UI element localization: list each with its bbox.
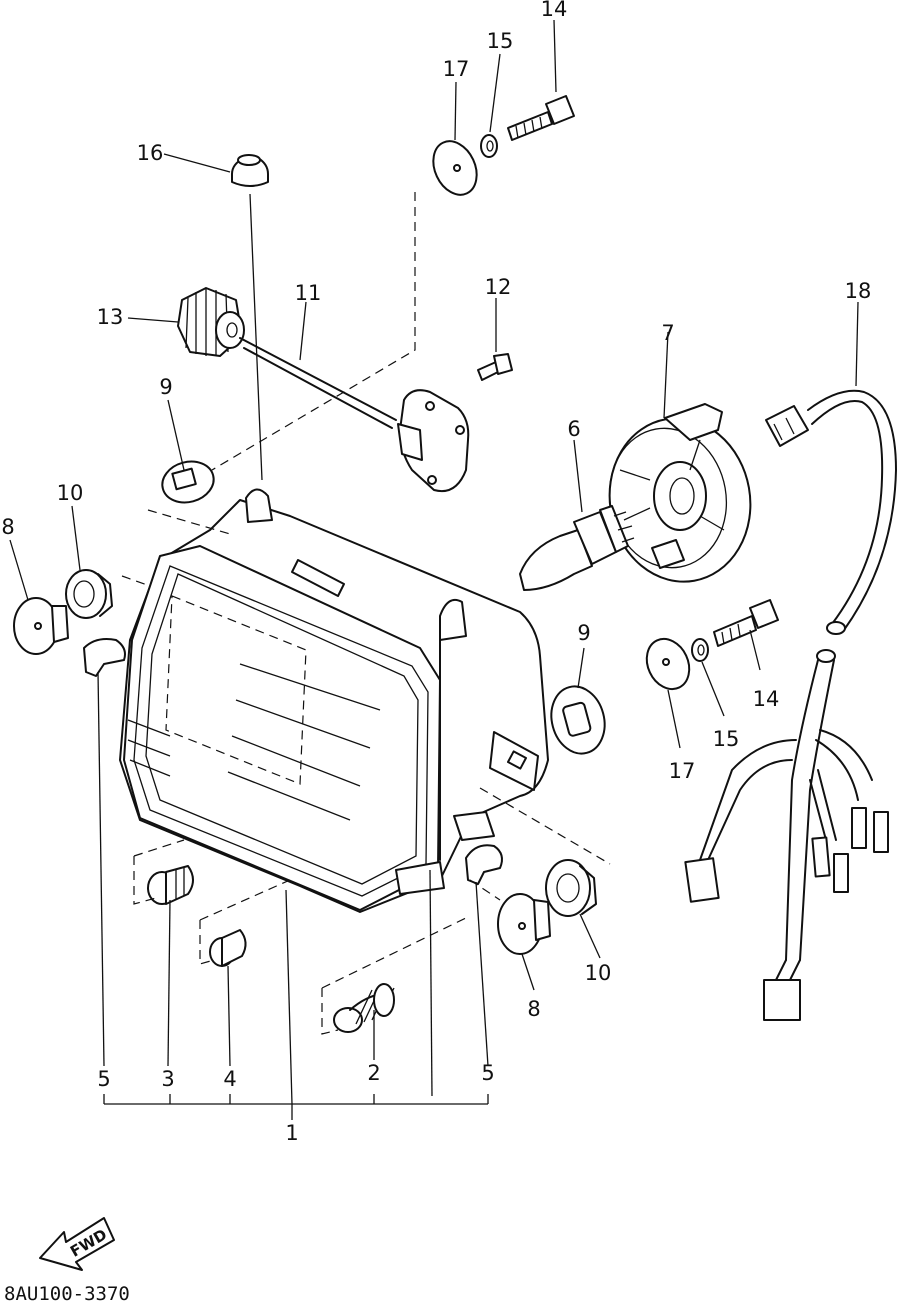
callout-3: 3: [161, 1067, 174, 1091]
part-16-rubber-cap: [231, 154, 269, 187]
part-6-bulb: [519, 505, 635, 591]
part-9-grommet-right: [550, 685, 606, 755]
part-15-washer-lower: [691, 638, 709, 662]
part-9-grommet-left: [161, 460, 215, 504]
callout-leaders: [9, 19, 859, 1120]
callout-8-right: 8: [527, 997, 540, 1021]
callout-17-lower: 17: [669, 759, 696, 783]
callout-17-upper: 17: [443, 57, 470, 81]
part-13-adjuster-knob: [177, 287, 245, 357]
part-7-bulb-cover: [608, 403, 752, 583]
part-3-pivot: [147, 865, 194, 905]
callout-18: 18: [845, 279, 872, 303]
callout-14-lower: 14: [753, 687, 780, 711]
callout-8-left: 8: [1, 515, 14, 539]
callout-4: 4: [223, 1067, 236, 1091]
callout-13: 13: [97, 305, 124, 329]
part-5-clip-left: [83, 638, 126, 677]
part-15-washer-upper: [480, 134, 498, 158]
part-18-wire-harness: [684, 389, 897, 1021]
part-4-socket: [209, 929, 247, 967]
callout-numbers: 14 15 17 16 11 12 13 18 7 9 6 10 8 9 14 …: [1, 0, 871, 1145]
part-11-adjuster-rod: [239, 337, 397, 429]
part-8-knob-right: [497, 893, 551, 955]
part-14-bolt-upper: [507, 95, 575, 141]
callout-15-upper: 15: [487, 29, 514, 53]
forward-direction-arrow-icon: FWD: [39, 1217, 115, 1271]
part-5-clip-right: [465, 844, 503, 885]
callout-5-left: 5: [97, 1067, 110, 1091]
part-10-bushing-left: [65, 569, 113, 619]
callout-11: 11: [295, 281, 322, 305]
callout-10-right: 10: [585, 961, 612, 985]
callout-5-right: 5: [481, 1061, 494, 1085]
callout-1: 1: [285, 1121, 298, 1145]
part-14-bolt-lower: [713, 599, 779, 647]
assembly-guides: [121, 192, 611, 1035]
part-17-grommet-upper: [432, 140, 478, 196]
callout-15-lower: 15: [713, 727, 740, 751]
callout-12: 12: [485, 275, 512, 299]
part-2-spring: [333, 983, 395, 1033]
callout-16: 16: [137, 141, 164, 165]
callout-9-right: 9: [577, 621, 590, 645]
diagram-code: 8AU100-3370: [4, 1283, 130, 1305]
part-10-bushing-right: [545, 859, 597, 917]
callout-2: 2: [367, 1061, 380, 1085]
part-8-knob-left: [13, 597, 69, 655]
part-17-grommet-lower: [645, 637, 691, 691]
callout-6: 6: [567, 417, 580, 441]
part-12-screw: [477, 353, 513, 381]
part-11-rod-bracket: [397, 389, 470, 492]
callout-10-left: 10: [57, 481, 84, 505]
callout-14-upper: 14: [541, 0, 568, 21]
callout-9-left: 9: [159, 375, 172, 399]
part-1-headlight-unit: [119, 488, 549, 913]
callout-7: 7: [661, 321, 674, 345]
